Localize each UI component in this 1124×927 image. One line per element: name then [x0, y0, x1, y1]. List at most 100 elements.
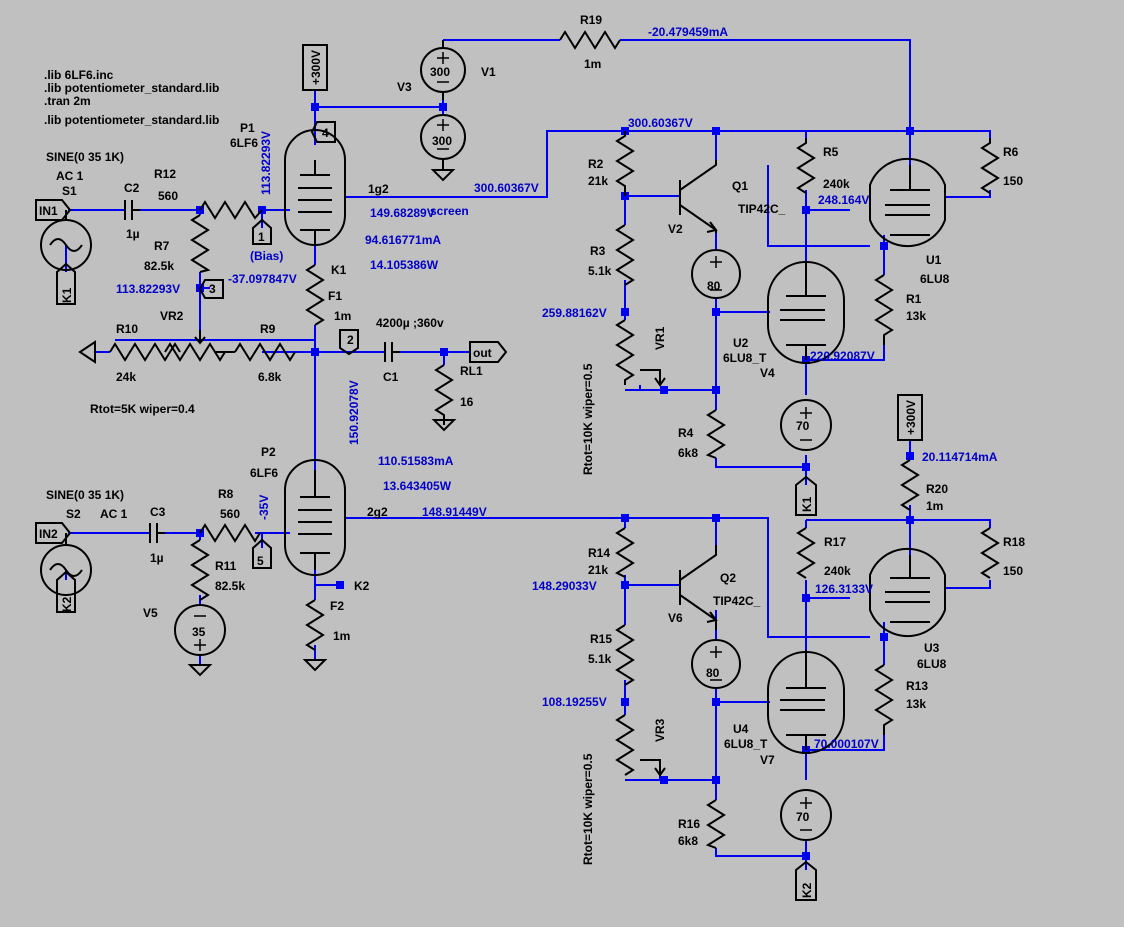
u2-label: U2 — [733, 336, 749, 350]
directive-1: .lib 6LF6.inc — [44, 68, 114, 82]
c3-capacitor — [149, 523, 165, 543]
components — [35, 30, 1000, 901]
f1-label: F1 — [328, 289, 342, 303]
r12-resistor — [199, 200, 263, 220]
node-148-voltage: 148.91449V — [422, 505, 487, 519]
v1-label: V1 — [481, 65, 496, 79]
r16-value: 6k8 — [678, 834, 698, 848]
u3-type: 6LU8 — [917, 657, 947, 671]
r9-value: 6.8k — [258, 370, 282, 384]
r13-value: 13k — [906, 697, 926, 711]
r15-label: R15 — [590, 632, 612, 646]
r2-value: 21k — [588, 174, 608, 188]
f2-value: 1m — [333, 629, 350, 643]
vr2-label: VR2 — [160, 309, 184, 323]
r18-value: 150 — [1003, 564, 1023, 578]
r13-label: R13 — [906, 679, 928, 693]
p1-label: P1 — [240, 121, 255, 135]
vr1-rtot: Rtot=10K wiper=0.5 — [581, 363, 595, 475]
r2-resistor — [615, 131, 635, 196]
v5-source — [174, 604, 226, 656]
flag-in2 — [35, 522, 72, 544]
screen-node-voltage: 149.68289V — [370, 206, 435, 220]
r3-label: R3 — [590, 244, 606, 258]
r1-resistor — [874, 274, 894, 345]
r5-label: R5 — [823, 145, 839, 159]
s2-label: S2 — [66, 507, 81, 521]
f2-resistor — [305, 599, 325, 651]
p2-bias-voltage: -35V — [257, 495, 271, 520]
u1-label: U1 — [926, 253, 942, 267]
r20-label: R20 — [926, 482, 948, 496]
q1-transistor — [679, 160, 718, 233]
bias-voltage: -37.097847V — [228, 272, 297, 286]
v5-value: 35 — [192, 625, 206, 639]
wires — [65, 39, 991, 870]
directive-3: .tran 2m — [44, 94, 91, 108]
f1-value: 1m — [334, 309, 351, 323]
r7-value: 82.5k — [144, 259, 174, 273]
r13-resistor — [874, 664, 894, 735]
c2-capacitor — [124, 200, 140, 220]
f1-resistor — [305, 264, 325, 326]
flag-pin5 — [252, 538, 272, 569]
r7-label: R7 — [154, 239, 170, 253]
r19-value: 1m — [584, 57, 601, 71]
q1-label: Q1 — [732, 179, 748, 193]
q1-type: TIP42C_ — [738, 202, 786, 216]
screen-label: screen — [430, 204, 469, 218]
in2-text: IN2 — [39, 527, 58, 541]
sine2-text: SINE(0 35 1K) — [46, 488, 124, 502]
r16-resistor — [705, 799, 726, 849]
rl1-value: 16 — [460, 395, 474, 409]
c1-capacitor — [384, 342, 400, 362]
pin1-text: 1 — [258, 230, 265, 244]
r5-value: 240k — [823, 177, 850, 191]
flag-300v-top — [302, 44, 328, 91]
in1-text: IN1 — [39, 204, 58, 218]
p1-type: 6LF6 — [230, 136, 258, 150]
r17-label: R17 — [824, 535, 846, 549]
r4-value: 6k8 — [678, 446, 698, 460]
r9-resistor — [215, 342, 296, 362]
v7-source — [780, 789, 832, 841]
v2-label: V2 — [668, 222, 683, 236]
u3-tube — [869, 548, 946, 637]
vr2-pot — [164, 342, 226, 362]
ground-rl1 — [431, 419, 457, 432]
r1-value: 13k — [906, 309, 926, 323]
s1-label: S1 — [62, 184, 77, 198]
r12-value: 560 — [158, 189, 178, 203]
c3-label: C3 — [150, 505, 166, 519]
r8-label: R8 — [218, 487, 234, 501]
r18-label: R18 — [1003, 535, 1025, 549]
r15-resistor — [615, 624, 635, 686]
node-248-voltage: 248.164V — [818, 193, 869, 207]
flag-out — [469, 341, 508, 363]
u4-label: U4 — [733, 722, 749, 736]
flag-300v-top-text: +300V — [309, 50, 323, 85]
labels: .lib 6LF6.inc .lib potentiometer_standar… — [39, 13, 1025, 898]
v2-source — [691, 249, 741, 299]
c1-label: C1 — [383, 370, 399, 384]
r20-value: 1m — [926, 499, 943, 513]
r10-value: 24k — [116, 370, 136, 384]
u2-tube — [767, 261, 845, 364]
node-70-voltage: 70.000107V — [814, 737, 879, 751]
r16-label: R16 — [678, 817, 700, 831]
p2-tube — [284, 459, 346, 576]
p2-power: 13.643405W — [383, 479, 452, 493]
r17-resistor — [796, 527, 816, 579]
r15-value: 5.1k — [588, 652, 612, 666]
f2-label: F2 — [330, 599, 344, 613]
r14-resistor — [614, 527, 635, 578]
vr2-rtot: Rtot=5K wiper=0.4 — [90, 402, 195, 416]
k1-label: K1 — [331, 263, 347, 277]
r11-resistor — [190, 539, 210, 601]
rl1-label: RL1 — [460, 364, 483, 378]
p1-grid-voltage: 113.82293V — [259, 131, 273, 195]
bias-label: (Bias) — [250, 249, 283, 263]
r18-resistor — [980, 527, 1000, 579]
node-150-voltage: 150.92078V — [347, 380, 361, 445]
